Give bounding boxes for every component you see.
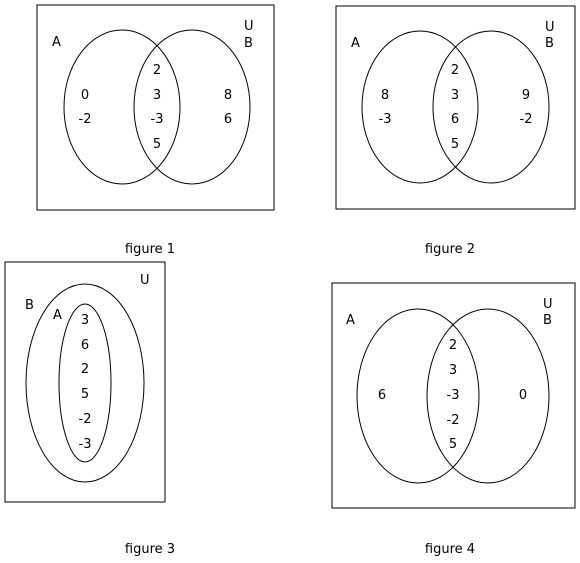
figure-1-universe-label: U — [244, 19, 254, 34]
figure-1: A U B 0 -2 2 3 -3 5 8 6 figure 1 — [36, 4, 275, 257]
figure-4-universe-frame — [331, 282, 576, 509]
figure-3-universe-label: U — [140, 273, 150, 288]
figure-3-caption: figure 3 — [125, 542, 175, 557]
figure-3-set-b-label: B — [25, 298, 34, 313]
figure-4-only-a-item: 6 — [378, 388, 386, 403]
figure-3-set-a-item: -3 — [79, 437, 92, 452]
figure-2: A U B 8 -3 2 3 6 5 9 -2 figure 2 — [335, 5, 576, 257]
figure-1-intersection-item: 2 — [153, 63, 161, 78]
figure-2-intersection-item: 3 — [451, 88, 459, 103]
figure-1-caption: figure 1 — [125, 242, 175, 257]
figure-3: U B A 3 6 2 5 -2 -3 figure 3 — [4, 261, 175, 557]
figure-4-set-a-label: A — [346, 313, 355, 328]
figure-1-universe-frame — [36, 4, 275, 211]
figure-4-set-b-label: B — [543, 313, 552, 328]
figure-3-set-a-label: A — [53, 308, 62, 323]
figure-2-only-a-item: -3 — [379, 112, 392, 127]
figure-4-intersection-item: -2 — [447, 413, 460, 428]
figure-3-set-a-item: 3 — [81, 313, 89, 328]
figure-3-universe-frame — [4, 261, 166, 503]
figure-1-set-b-ellipse — [133, 29, 251, 185]
figure-4-intersection-item: -3 — [447, 388, 460, 403]
figure-1-only-a-item: -2 — [79, 112, 92, 127]
figure-4-only-b-item: 0 — [519, 388, 527, 403]
figure-1-only-b-item: 8 — [224, 88, 232, 103]
figure-2-intersection-item: 2 — [451, 63, 459, 78]
figure-1-only-a-item: 0 — [81, 88, 89, 103]
figure-2-set-b-label: B — [545, 36, 554, 51]
figure-2-intersection-item: 5 — [451, 137, 459, 152]
figure-1-set-b-label: B — [244, 36, 253, 51]
figure-3-set-a-item: -2 — [79, 412, 92, 427]
figure-2-caption: figure 2 — [425, 242, 475, 257]
figure-3-set-a-item: 6 — [81, 338, 89, 353]
figure-4-universe-label: U — [543, 297, 553, 312]
figure-2-universe-label: U — [545, 20, 555, 35]
figure-2-only-a-item: 8 — [381, 88, 389, 103]
figure-2-intersection-item: 6 — [451, 112, 459, 127]
figure-2-only-b-item: 9 — [522, 88, 530, 103]
figure-4-intersection-item: 2 — [449, 338, 457, 353]
figure-2-set-b-ellipse — [432, 30, 550, 184]
figure-3-set-a-ellipse — [58, 303, 112, 463]
figure-3-set-a-item: 2 — [81, 362, 89, 377]
figure-1-intersection-item: 5 — [153, 137, 161, 152]
figure-1-intersection-item: -3 — [151, 112, 164, 127]
figure-2-universe-frame — [335, 5, 576, 210]
figure-4-intersection-item: 3 — [449, 363, 457, 378]
figure-3-set-b-ellipse — [25, 283, 145, 483]
figure-4: A U B 6 2 3 -3 -2 5 0 figure 4 — [331, 282, 576, 557]
figure-1-set-a-label: A — [52, 35, 61, 50]
figure-1-only-b-item: 6 — [224, 112, 232, 127]
figure-3-set-a-item: 5 — [81, 387, 89, 402]
figure-1-set-a-ellipse — [63, 29, 181, 185]
figure-1-intersection-item: 3 — [153, 88, 161, 103]
figure-4-intersection-item: 5 — [449, 437, 457, 452]
figure-2-set-a-ellipse — [361, 30, 479, 184]
figure-2-only-b-item: -2 — [520, 112, 533, 127]
figure-4-set-b-ellipse — [426, 308, 550, 484]
figure-4-set-a-ellipse — [356, 308, 480, 484]
figure-4-caption: figure 4 — [425, 542, 475, 557]
figure-2-set-a-label: A — [351, 36, 360, 51]
